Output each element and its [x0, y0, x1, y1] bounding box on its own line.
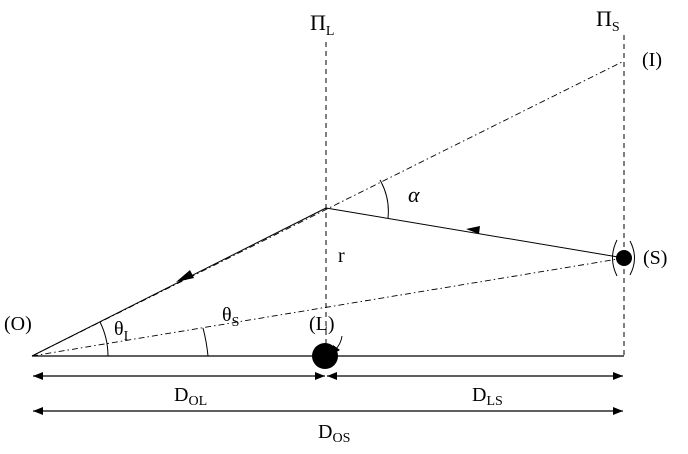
impact-parameter-label: r [338, 245, 345, 267]
true-source-direction-line [31, 257, 625, 357]
incoming-light-ray [325, 207, 625, 259]
lens-mass-pointer-tip [333, 345, 340, 354]
alpha-label: α [408, 182, 420, 207]
theta-s-label: θS [222, 304, 239, 330]
observer-label: (O) [4, 313, 32, 335]
source-decoration-right [629, 240, 635, 276]
source-decoration-left [612, 239, 618, 277]
theta-i-label: θI [114, 318, 129, 344]
source-point [616, 250, 632, 266]
theta-i-angle-arc [99, 321, 109, 357]
d-ol-label: DOL [174, 384, 207, 409]
alpha-angle-arc [379, 179, 389, 219]
d-os-label: DOS [318, 421, 350, 446]
outgoing-light-ray [31, 207, 327, 357]
theta-s-angle-arc [202, 327, 209, 357]
lens-label: (L) [309, 313, 335, 335]
outgoing-ray-arrow [176, 270, 194, 282]
incoming-ray-arrow [466, 226, 480, 234]
source-plane-label: ΠS [596, 6, 620, 35]
lens-mass [312, 343, 338, 369]
source-label: (S) [643, 247, 667, 269]
lens-plane-label: ΠL [310, 10, 334, 39]
d-ls-label: DLS [472, 384, 503, 409]
image-label: (I) [642, 49, 662, 71]
